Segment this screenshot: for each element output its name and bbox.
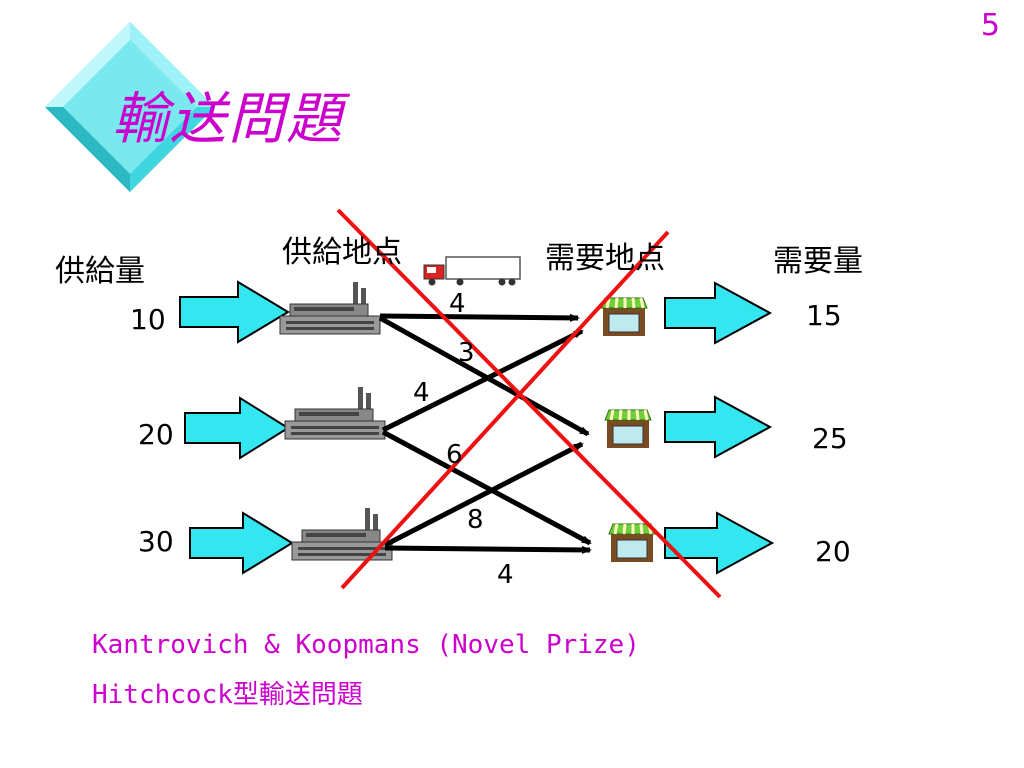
header-supply-points: 供給地点 xyxy=(282,235,402,270)
factory-icon xyxy=(284,387,386,440)
route-arrow xyxy=(384,545,592,554)
route-arrow xyxy=(381,328,584,433)
demand-arrow-3 xyxy=(664,511,775,575)
factory-icon xyxy=(279,282,381,335)
supply-value-2: 20 xyxy=(138,418,174,451)
red-cross-mark xyxy=(336,208,722,599)
route-arrows xyxy=(378,313,592,554)
supply-arrow-3 xyxy=(189,511,294,575)
shop-icon xyxy=(600,297,648,336)
header-demand-amount: 需要量 xyxy=(773,244,863,279)
demand-arrow-2 xyxy=(664,395,773,459)
route-arrow xyxy=(381,429,592,546)
footer-line-1: Kantrovich & Koopmans (Novel Prize) xyxy=(92,630,640,660)
route-cost-label: 6 xyxy=(446,440,463,470)
route-cost-label: 3 xyxy=(458,338,475,368)
footer-line-2: Hitchcock型輸送問題 xyxy=(92,680,363,710)
shop-icon xyxy=(604,409,652,448)
route-arrow xyxy=(383,441,584,548)
route-cost-label: 4 xyxy=(497,560,514,590)
demand-value-1: 15 xyxy=(806,299,842,332)
route-cost-label: 4 xyxy=(413,378,430,408)
demand-value-2: 25 xyxy=(812,422,848,455)
route-arrow xyxy=(378,315,590,437)
header-demand-points: 需要地点 xyxy=(545,241,665,276)
header-supply-amount: 供給量 xyxy=(55,254,145,289)
route-arrow xyxy=(379,313,580,322)
supply-arrow-2 xyxy=(184,396,290,460)
supply-value-1: 10 xyxy=(130,303,166,336)
demand-arrow-1 xyxy=(664,281,773,345)
supply-arrow-1 xyxy=(179,280,290,344)
shop-icon xyxy=(608,523,656,562)
supply-value-3: 30 xyxy=(138,525,174,558)
page-number: 5 xyxy=(980,8,1000,43)
diamond-bullet-icon xyxy=(45,22,215,192)
factory-icon xyxy=(291,508,393,561)
slide-title: 輸送問題 xyxy=(112,87,344,152)
demand-value-3: 20 xyxy=(815,535,851,568)
truck-icon xyxy=(423,256,521,286)
route-cost-label: 4 xyxy=(449,289,466,319)
route-cost-label: 8 xyxy=(467,505,484,535)
